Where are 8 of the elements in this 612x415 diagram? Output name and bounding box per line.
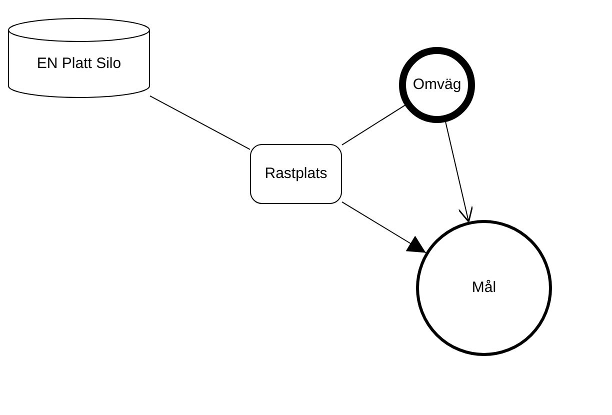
process-box [250,144,342,204]
node-label: EN Platt Silo [36,54,122,74]
node-label: Mål [472,278,496,298]
connector-line [342,201,426,254]
node-label: Omväg [412,76,462,94]
node-label: Rastplats [264,164,328,184]
connector-line [445,122,474,222]
connector-line [150,95,250,150]
